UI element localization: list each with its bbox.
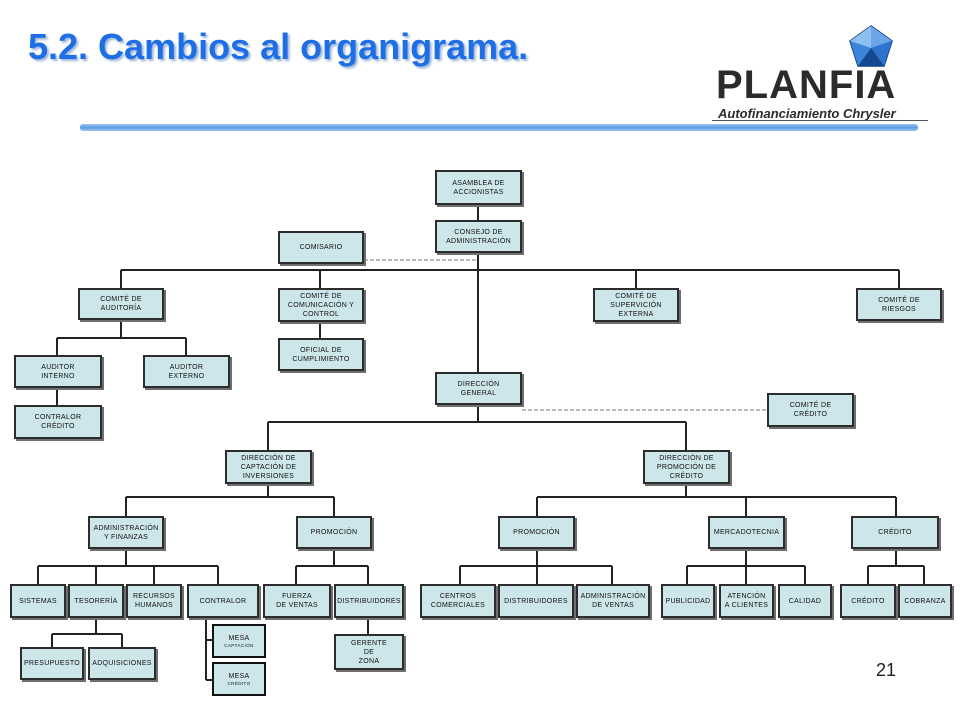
org-box-comite-riesgos: COMITÉ DE RIESGOS [856, 288, 942, 321]
org-box-tesoreria: TESORERÍA [68, 584, 124, 618]
org-box-centros-comerciales: CENTROS COMERCIALES [420, 584, 496, 618]
org-box-promocion-captacion: PROMOCIÓN [296, 516, 372, 549]
org-box-adquisiciones: ADQUISICIONES [88, 647, 156, 680]
title-rule [80, 124, 918, 131]
slide-title: 5.2. Cambios al organigrama. [28, 26, 529, 67]
logo-subtitle: Autofinanciamiento Chrysler [718, 106, 896, 121]
page-number: 21 [876, 660, 897, 680]
org-box-distribuidores-captacion: DISTRIBUIDORES [334, 584, 404, 618]
org-box-mesa-captacion: MESA CAPTACIÓN [212, 624, 266, 658]
mesa-credito-label: MESA [228, 672, 250, 680]
org-box-consejo: CONSEJO DE ADMINISTRACIÓN [435, 220, 522, 253]
org-box-dir-captacion: DIRECCIÓN DE CAPTACIÓN DE INVERSIONES [225, 450, 312, 484]
org-box-calidad: CALIDAD [778, 584, 832, 618]
org-box-fuerza-ventas: FUERZA DE VENTAS [263, 584, 331, 618]
pentastar-icon [849, 25, 893, 67]
org-box-asamblea: ASAMBLEA DE ACCIONISTAS [435, 170, 522, 205]
org-box-sistemas: SISTEMAS [10, 584, 66, 618]
org-box-gerente-zona: GERENTE DE ZONA [334, 634, 404, 670]
org-box-auditor-interno: AUDITOR INTERNO [14, 355, 102, 388]
org-box-admin-ventas: ADMINISTRACIÓN DE VENTAS [576, 584, 650, 618]
mesa-credito-sublabel: CRÉDITO [227, 680, 251, 686]
org-box-comisario: COMISARIO [278, 231, 364, 264]
mesa-captacion-label: MESA [228, 634, 250, 642]
org-box-atencion-clientes: ATENCIÓN A CLIENTES [719, 584, 774, 618]
org-box-admin-finanzas: ADMINISTRACIÓN Y FINANZAS [88, 516, 164, 549]
org-box-dir-promocion: DIRECCIÓN DE PROMOCIÓN DE CRÉDITO [643, 450, 730, 484]
org-box-contralor-credito: CONTRALOR CRÉDITO [14, 405, 102, 439]
org-box-comite-credito: COMITÉ DE CRÉDITO [767, 393, 854, 427]
org-box-recursos-humanos: RECURSOS HUMANOS [126, 584, 182, 618]
org-box-credito-unit: CRÉDITO [840, 584, 896, 618]
org-box-comite-comunicacion: COMITÉ DE COMUNICACIÓN Y CONTROL [278, 288, 364, 322]
logo-wordmark: PLANFIA [716, 63, 897, 107]
planfia-logo: PLANFIA Autofinanciamiento Chrysler [712, 24, 928, 124]
org-box-cobranza: COBRANZA [898, 584, 952, 618]
org-box-distribuidores-credito: DISTRIBUIDORES [498, 584, 574, 618]
org-box-oficial-cumplimiento: OFICIAL DE CUMPLIMIENTO [278, 338, 364, 371]
org-box-publicidad: PUBLICIDAD [661, 584, 715, 618]
org-box-mesa-credito: MESA CRÉDITO [212, 662, 266, 696]
org-box-comite-auditoria: COMITÉ DE AUDITORÍA [78, 288, 164, 320]
org-box-presupuesto: PRESUPUESTO [20, 647, 84, 680]
org-box-credito-area: CRÉDITO [851, 516, 939, 549]
org-box-mercadotecnia: MERCADOTECNIA [708, 516, 785, 549]
org-box-direccion-general: DIRECCIÓN GENERAL [435, 372, 522, 405]
logo-underline [712, 120, 928, 121]
mesa-captacion-sublabel: CAPTACIÓN [224, 642, 254, 648]
org-box-promocion-credito: PROMOCIÓN [498, 516, 575, 549]
org-box-contralor: CONTRALOR [187, 584, 259, 618]
org-box-auditor-externo: AUDITOR EXTERNO [143, 355, 230, 388]
org-box-comite-supervision: COMITÉ DE SUPERVICIÓN EXTERNA [593, 288, 679, 322]
